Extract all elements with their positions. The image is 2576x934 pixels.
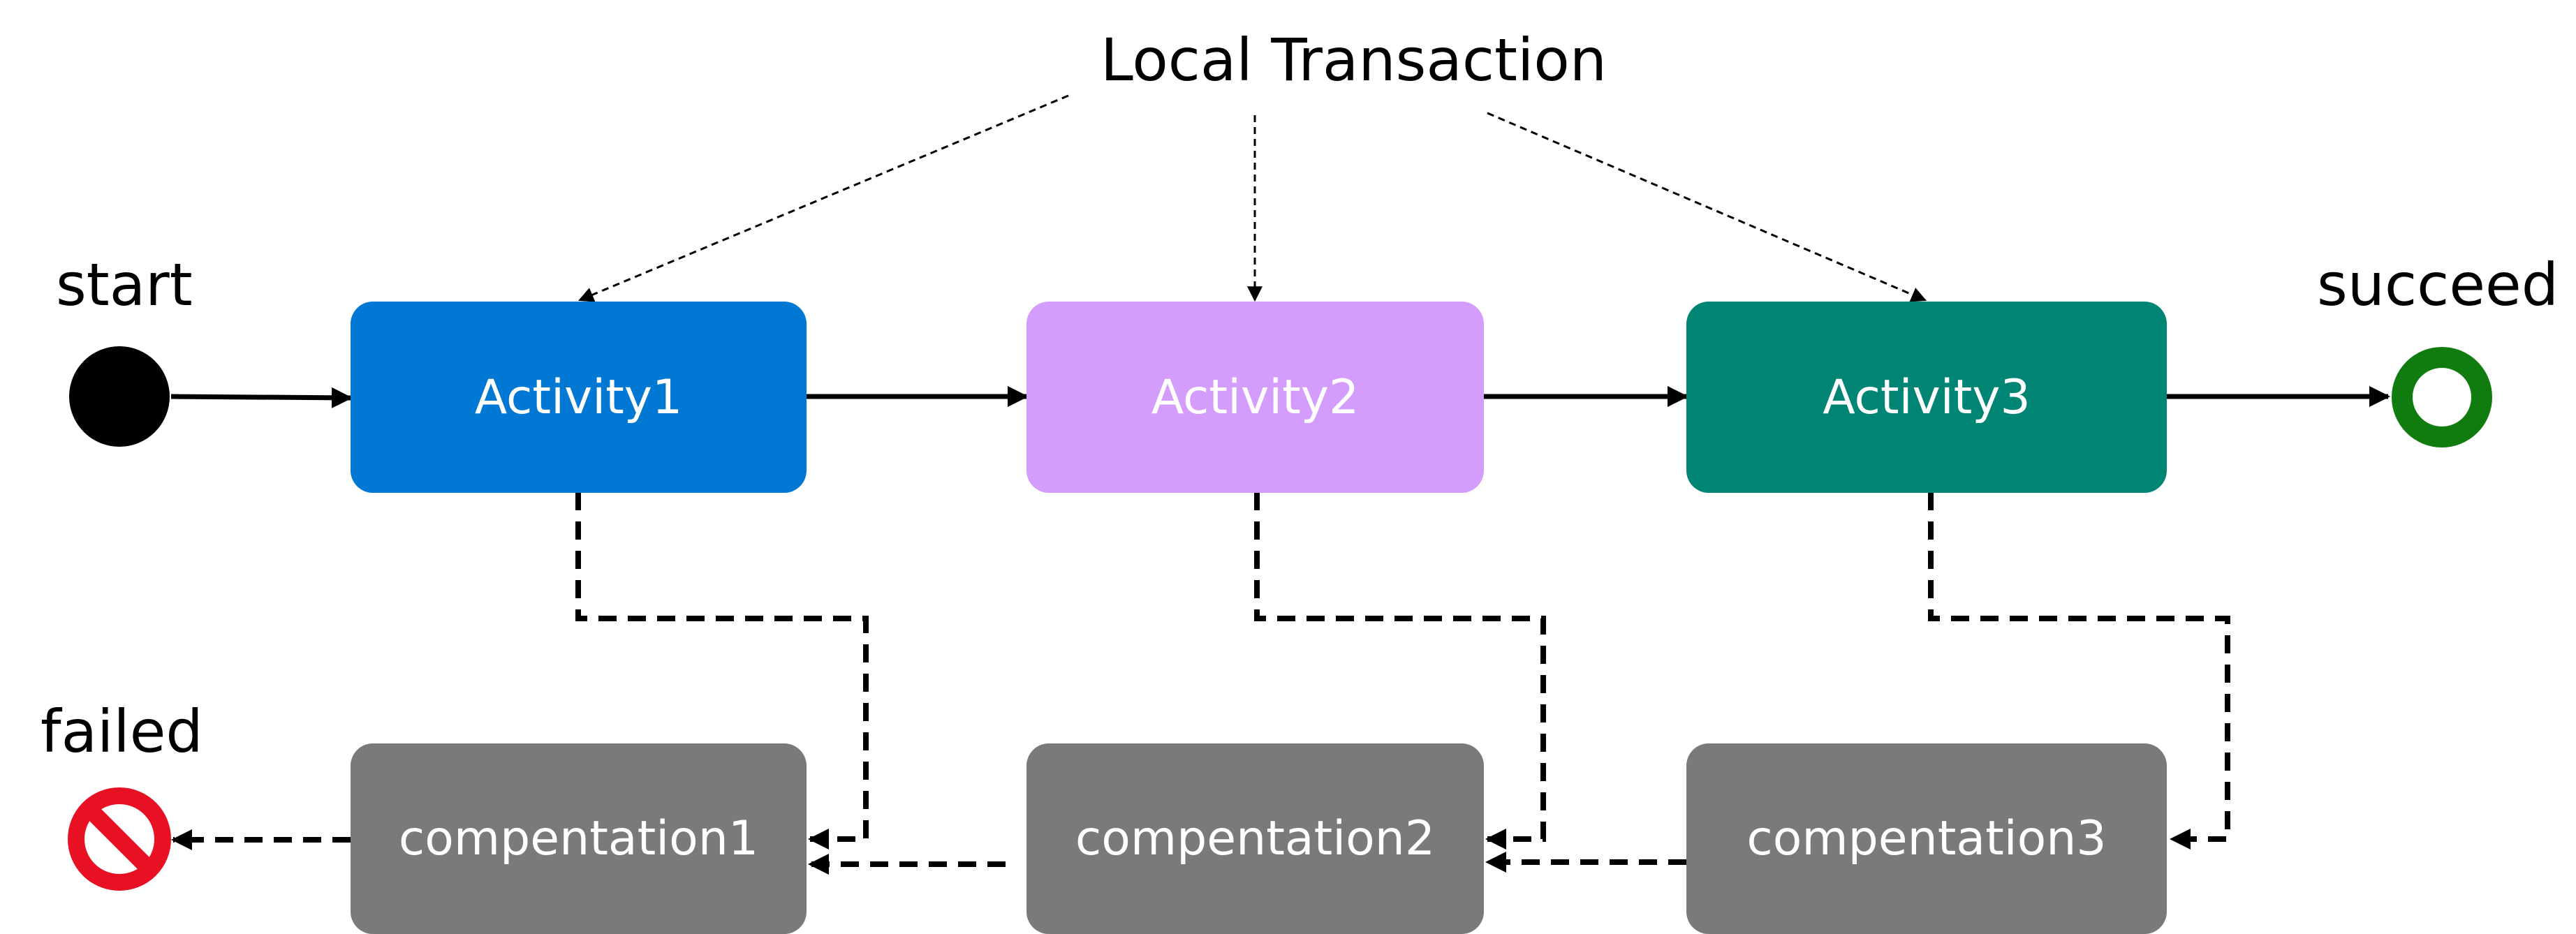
succeed-node-icon [2392, 347, 2492, 447]
arrow-start-to-activity1 [170, 387, 353, 408]
activity3-box: Activity3 [1686, 302, 2167, 493]
failed-label: failed [41, 697, 203, 766]
arrow-activity3-to-compentation3 [1928, 492, 2230, 850]
compentation3-box: compentation3 [1686, 743, 2167, 934]
activity3-label: Activity3 [1823, 369, 2031, 425]
activity1-box: Activity1 [351, 302, 807, 493]
arrow-activity1-to-compentation1 [575, 492, 869, 850]
compentation3-label: compentation3 [1746, 811, 2107, 866]
failed-node-icon [68, 787, 171, 891]
arrow-activity2-to-compentation2 [1254, 492, 1546, 850]
local-transaction-pointer-3 [1487, 112, 1927, 302]
activity2-label: Activity2 [1151, 369, 1360, 425]
compentation1-label: compentation1 [398, 811, 759, 866]
local-transaction-label: Local Transaction [1101, 26, 1607, 94]
start-node-icon [69, 346, 170, 447]
compentation1-box: compentation1 [351, 743, 807, 934]
start-label: start [56, 251, 193, 319]
succeed-label: succeed [2317, 251, 2559, 319]
activity1-label: Activity1 [474, 369, 683, 425]
activity2-box: Activity2 [1026, 302, 1484, 493]
compentation2-box: compentation2 [1026, 743, 1484, 934]
local-transaction-pointer-1 [577, 94, 1069, 302]
compentation2-label: compentation2 [1075, 811, 1436, 866]
